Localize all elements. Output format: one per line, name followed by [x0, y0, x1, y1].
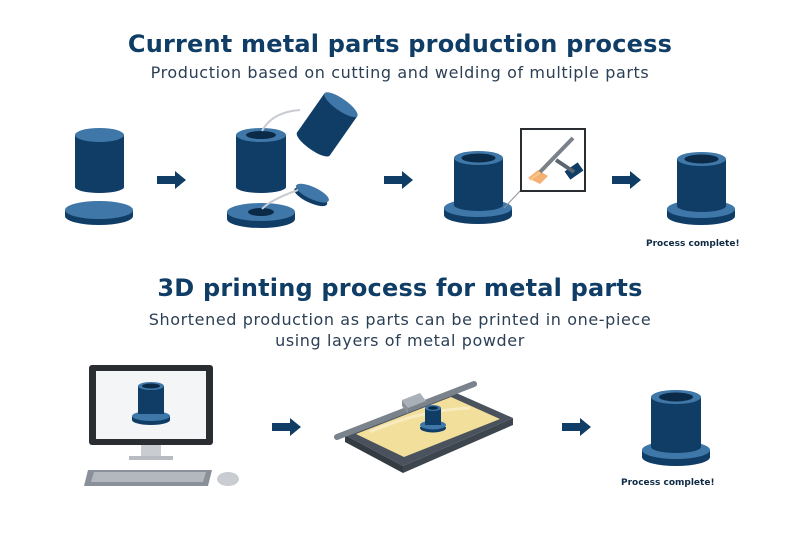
- arrow-icon: [612, 171, 641, 189]
- process-complete-label: Process complete!: [621, 478, 715, 488]
- current-process-subtitle: Production based on cutting and welding …: [150, 63, 650, 82]
- arrow-icon: [562, 418, 591, 436]
- cut-parts-illustration: [227, 92, 358, 228]
- arrow-icon: [384, 171, 413, 189]
- current-process-title: Current metal parts production process: [127, 30, 673, 58]
- mouse-icon: [217, 472, 239, 486]
- process-complete-label: Process complete!: [646, 239, 740, 249]
- arrow-icon: [272, 418, 301, 436]
- metal-3d-printer-illustration: [334, 381, 513, 473]
- printing-process-subtitle-line2: using layers of metal powder: [275, 331, 525, 350]
- welding-illustration: [444, 128, 586, 224]
- printing-process-subtitle-line1: Shortened production as parts can be pri…: [148, 310, 652, 329]
- finished-part-illustration: [667, 152, 735, 225]
- raw-parts-illustration: [65, 128, 133, 225]
- finished-printed-part-illustration: [642, 390, 710, 466]
- computer-illustration: [84, 365, 239, 486]
- arrow-icon: [157, 171, 186, 189]
- printing-process-title: 3D printing process for metal parts: [157, 274, 643, 302]
